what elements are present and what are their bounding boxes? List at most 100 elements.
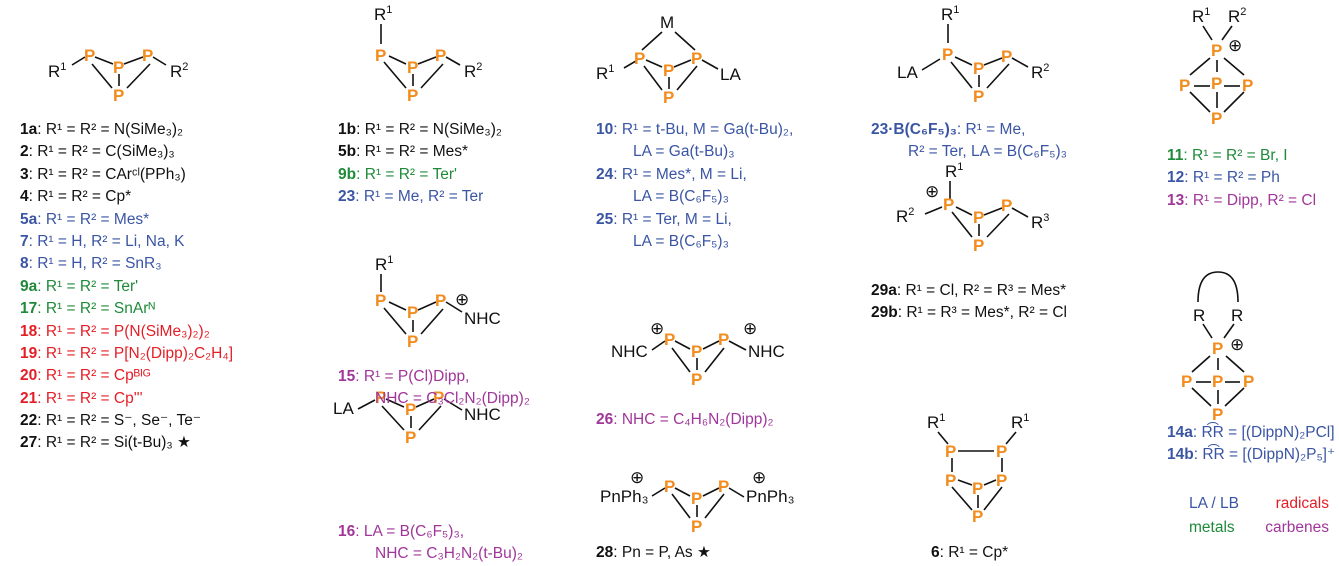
compound-entry: 1b: R¹ = R² = N(SiMe₃)₂ xyxy=(338,119,502,141)
compound-description: : R¹ = R² = Ter' xyxy=(356,165,457,183)
p-atom: P xyxy=(691,370,702,389)
col2a-list: 1b: R¹ = R² = N(SiMe₃)₂ 5b: R¹ = R² = Mes… xyxy=(338,119,502,209)
p-atom: P xyxy=(996,471,1007,490)
p-atom: P xyxy=(375,46,386,65)
p-atom: P xyxy=(943,195,954,214)
p-atom: P xyxy=(375,291,386,310)
p-atom: P xyxy=(664,330,675,349)
r1-label: R1 xyxy=(1011,412,1029,432)
r-label: R xyxy=(1193,306,1205,325)
p-atom: P xyxy=(375,388,386,407)
p-atom: P xyxy=(691,517,702,536)
compound-entry: NHC = C₃Cl₂N₂(Dipp)₂ xyxy=(338,388,530,410)
compound-entry: 5a: R¹ = R² = Mes* xyxy=(20,209,233,231)
compound-entry: LA = Ga(t-Bu)₃ xyxy=(596,141,793,163)
legend-radicals: radicals xyxy=(1275,495,1329,512)
compound-entry: 14b: R͡R = [(DippN)₂P₅]⁺ xyxy=(1167,444,1335,466)
p-atom: P xyxy=(945,442,956,461)
compound-entry: 19: R¹ = R² = P[N₂(Dipp)₂C₂H₄] xyxy=(20,343,233,365)
compound-number: 20 xyxy=(20,367,38,385)
compound-number: 8 xyxy=(20,255,29,273)
compound-description: NHC = C₃H₂N₂(t-Bu)₂ xyxy=(375,545,523,563)
nhc-label: NHC xyxy=(748,342,785,361)
p-atom: P xyxy=(942,45,953,64)
compound-description: : R¹ = R² = C(SiMe₃)₃ xyxy=(28,143,175,161)
p-atom: P xyxy=(142,46,153,65)
pnph3-label: PnPh₃ xyxy=(746,487,795,506)
p-atom: P xyxy=(973,208,984,227)
col4a-list: 23·B(C₆F₅)₃: R¹ = Me,R² = Ter, LA = B(C₆… xyxy=(871,119,1067,164)
m-label: M xyxy=(660,13,674,32)
plus-charge: ⊕ xyxy=(1230,335,1244,354)
compound-number: 19 xyxy=(20,344,38,362)
compound-entry: 9a: R¹ = R² = Ter' xyxy=(20,276,233,298)
compound-description: : LA = B(C₆F₅)₃, xyxy=(355,523,465,540)
col2c-list: 16: LA = B(C₆F₅)₃, NHC = C₃H₂N₂(t-Bu)₂ xyxy=(338,521,523,566)
compound-entry: 3: R¹ = R² = CArᶜˡ(PPh₃) xyxy=(20,164,233,186)
compound-number: 7 xyxy=(20,232,29,250)
legend-la-lb: LA / LB xyxy=(1189,495,1239,512)
p-atom: P xyxy=(1179,76,1190,95)
structure-p6-cage: R1 R1 P P P P P P xyxy=(927,412,1029,526)
compound-number: 5b xyxy=(338,143,357,161)
compound-number: 4 xyxy=(20,188,29,206)
compound-description: : R¹ = R² = Cp* xyxy=(28,188,132,206)
compound-description: : R¹ = R³ = Mes*, R² = Cl xyxy=(897,304,1067,322)
p-atom: P xyxy=(113,58,124,77)
col3a-list: 10: R¹ = t-Bu, M = Ga(t-Bu)₂,LA = Ga(t-B… xyxy=(596,119,793,253)
plus-charge: ⊕ xyxy=(743,319,757,338)
structure-nhc-nhc: ⊕ NHC P P P P ⊕ NHC xyxy=(611,319,785,389)
compound-number: 18 xyxy=(20,322,38,340)
compound-entry: 17: R¹ = R² = SnArᴺ xyxy=(20,298,233,320)
compound-description: : R¹ = P(Cl)Dipp, xyxy=(355,368,470,385)
p-atom: P xyxy=(1001,47,1012,66)
compound-number: 29a xyxy=(871,282,897,299)
compound-description: LA = B(C₆F₅)₃ xyxy=(633,232,729,250)
r2-label: R2 xyxy=(1031,62,1049,82)
compound-entry: 21: R¹ = R² = Cp''' xyxy=(20,388,233,410)
compound-number: 27 xyxy=(20,434,38,452)
r1-label: R1 xyxy=(596,63,614,83)
r1-label: R1 xyxy=(941,4,959,24)
structure-r1-up-r2: R1 P P P P R2 xyxy=(374,4,482,105)
p-atom: P xyxy=(1181,372,1192,391)
p-atom: P xyxy=(407,86,418,105)
compound-number: 16 xyxy=(338,523,356,540)
legend-carbenes: carbenes xyxy=(1265,519,1329,536)
compound-entry: 8: R¹ = H, R² = SnR₃ xyxy=(20,253,233,275)
compound-description: : R¹ = Dipp, R² = Cl xyxy=(1184,191,1317,209)
p-atom: P xyxy=(945,471,956,490)
r1-label: R1 xyxy=(1192,6,1210,26)
p-atom: P xyxy=(691,342,702,361)
p-atom: P xyxy=(973,236,984,255)
compound-entry: 23·B(C₆F₅)₃: R¹ = Me, xyxy=(871,119,1067,141)
p-atom: P xyxy=(1211,74,1222,93)
p-atom: P xyxy=(973,59,984,78)
plus-charge: ⊕ xyxy=(455,290,469,309)
plus-charge: ⊕ xyxy=(1228,36,1242,55)
p-atom: P xyxy=(996,442,1007,461)
compound-description: LA = Ga(t-Bu)₃ xyxy=(633,143,735,161)
compound-description: : R¹ = R² = N(SiMe₃)₂ xyxy=(356,121,502,138)
compound-number: 25 xyxy=(596,210,614,228)
compound-entry: 29a: R¹ = Cl, R² = R³ = Mes* xyxy=(871,280,1067,302)
p-atom: P xyxy=(1212,372,1223,391)
p-atom: P xyxy=(691,49,702,68)
p-atom: P xyxy=(407,303,418,322)
legend: LA / LB radicals metals carbenes xyxy=(1189,492,1339,540)
compound-number: 13 xyxy=(1167,191,1185,209)
compound-number: 14b xyxy=(1167,446,1194,464)
p-atom: P xyxy=(1001,196,1012,215)
compound-number: 22 xyxy=(20,412,38,430)
plus-charge: ⊕ xyxy=(925,182,939,201)
compound-entry: 29b: R¹ = R³ = Mes*, R² = Cl xyxy=(871,302,1067,324)
compound-description: : R¹ = Me, R² = Ter xyxy=(355,188,484,206)
compound-description: : R͡R = [(DippN)₂PCl] xyxy=(1192,424,1335,441)
nhc-label: NHC xyxy=(464,309,501,328)
p-atom: P xyxy=(634,49,645,68)
compound-description: : R¹ = R² = Mes* xyxy=(356,143,469,161)
col4b-list: 29a: R¹ = Cl, R² = R³ = Mes*29b: R¹ = R³… xyxy=(871,280,1067,325)
compound-entry: 18: R¹ = R² = P(N(SiMe₃)₂)₂ xyxy=(20,321,233,343)
